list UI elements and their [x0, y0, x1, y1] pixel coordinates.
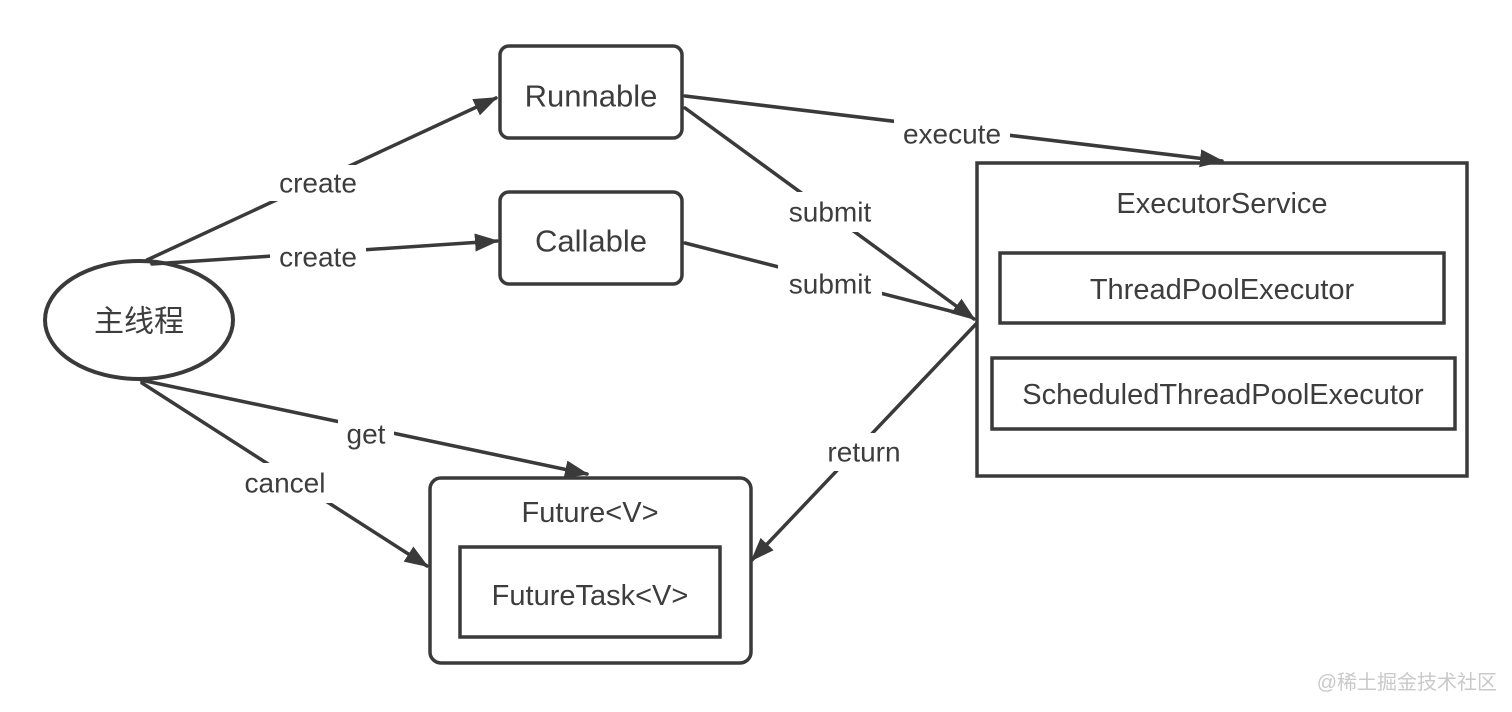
- submit-callable-label: submit: [789, 269, 872, 300]
- return-label: return: [827, 437, 900, 468]
- scheduled-thread-pool-executor-node: [990, 356, 1457, 431]
- cancel-label: cancel: [245, 468, 326, 499]
- submit-runnable-label-bg: [778, 192, 882, 232]
- future-task-label: FutureTask<V>: [492, 580, 689, 612]
- create-callable-label-bg: [270, 239, 366, 275]
- scheduled-thread-pool-executor-label: ScheduledThreadPoolExecutor: [1022, 379, 1424, 411]
- submit-callable-label-bg: [778, 264, 882, 304]
- runnable-label: Runnable: [525, 79, 658, 114]
- cancel-label-bg: [235, 463, 335, 503]
- executor-service-label: ExecutorService: [1116, 188, 1327, 220]
- execute-label-bg: [894, 116, 1010, 152]
- runnable-node: [498, 44, 684, 140]
- get-label: get: [347, 419, 386, 450]
- return-label-bg: [816, 433, 912, 471]
- create-callable-label: create: [279, 242, 357, 273]
- get-label-bg: [338, 414, 394, 454]
- thread-pool-executor-label: ThreadPoolExecutor: [1090, 274, 1355, 306]
- future-label: Future<V>: [521, 497, 658, 529]
- main-thread-label: 主线程: [94, 306, 184, 339]
- main-thread-node: [43, 259, 235, 381]
- execute-label: execute: [903, 119, 1001, 150]
- create-runnable-label-bg: [270, 165, 366, 201]
- create-runnable-label: create: [279, 168, 357, 199]
- thread-pool-executor-node: [998, 251, 1446, 325]
- future-task-node: [458, 545, 722, 639]
- watermark-text: @稀土掘金技术社区: [1317, 671, 1497, 694]
- callable-label: Callable: [535, 224, 647, 259]
- callable-node: [498, 190, 684, 286]
- submit-runnable-label: submit: [789, 197, 872, 228]
